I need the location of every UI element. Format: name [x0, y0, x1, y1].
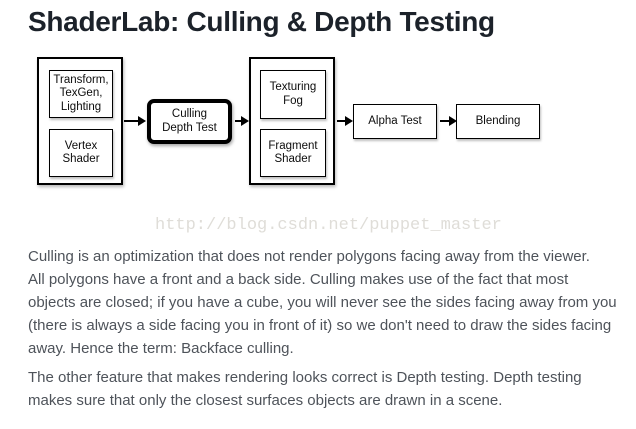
node-culling-depth-test: Culling Depth Test	[147, 99, 232, 144]
text-line: objects are closed; if you have a cube, …	[28, 294, 617, 311]
fragment-stage-group: Texturing Fog Fragment Shader	[249, 57, 335, 185]
node-blending: Blending	[456, 104, 540, 139]
node-transform-texgen-lighting: Transform, TexGen, Lighting	[49, 70, 113, 118]
text-line: away. Hence the term: Backface culling.	[28, 340, 294, 357]
node-fragment-shader: Fragment Shader	[260, 129, 326, 177]
node-alpha-test: Alpha Test	[353, 104, 437, 139]
text-line: All polygons have a front and a back sid…	[28, 271, 569, 288]
text-line: The other feature that makes rendering l…	[28, 369, 582, 386]
flow-arrow-3	[337, 116, 353, 126]
node-texturing-fog: Texturing Fog	[260, 70, 326, 119]
paragraph-culling: Culling is an optimization that does not…	[28, 245, 628, 360]
text-line: Culling is an optimization that does not…	[28, 248, 590, 265]
watermark-url: http://blog.csdn.net/puppet_master	[155, 216, 502, 235]
node-vertex-shader: Vertex Shader	[49, 129, 113, 177]
paragraph-depth: The other feature that makes rendering l…	[28, 366, 628, 412]
text-line: (there is always a side facing you in fr…	[28, 317, 612, 334]
flow-arrow-2	[235, 116, 249, 126]
flow-arrow-4	[440, 116, 457, 126]
text-line: makes sure that only the closest surface…	[28, 392, 503, 409]
render-pipeline-diagram: Transform, TexGen, Lighting Vertex Shade…	[0, 57, 636, 197]
flow-arrow-1	[124, 116, 146, 126]
vertex-stage-group: Transform, TexGen, Lighting Vertex Shade…	[37, 57, 123, 185]
page-title: ShaderLab: Culling & Depth Testing	[28, 6, 495, 37]
